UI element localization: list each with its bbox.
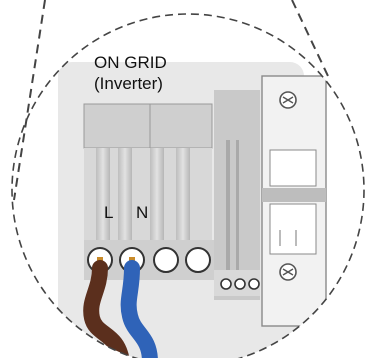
leader-line-left	[13, 0, 46, 201]
breaker-block-top	[83, 103, 213, 149]
terminal-screw-4	[185, 247, 211, 273]
terminal-label-live: L	[104, 203, 113, 222]
neutral-wire-blue	[120, 260, 158, 358]
terminal-screw-3	[153, 247, 179, 273]
callout-title-line1: ON GRID	[94, 53, 167, 72]
callout-title-line2: (Inverter)	[94, 74, 163, 93]
zoom-circle	[11, 13, 365, 358]
terminal-label-neutral: N	[136, 203, 148, 222]
live-wire-brown	[83, 260, 130, 358]
